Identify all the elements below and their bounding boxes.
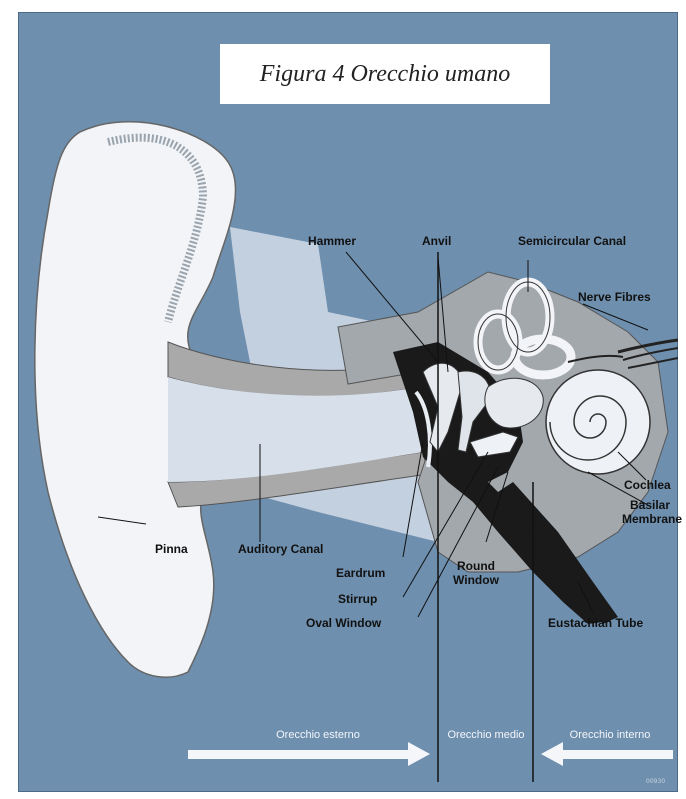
label-hammer: Hammer xyxy=(308,234,356,248)
label-cochlea: Cochlea xyxy=(624,478,671,492)
ear-diagram: Figura 4 Orecchio umano Hammer Anvil Sem… xyxy=(18,12,678,792)
zone-middle-ear: Orecchio medio xyxy=(442,728,530,742)
label-nerve-fibres: Nerve Fibres xyxy=(578,290,651,304)
label-basilar-membrane: Basilar Membrane xyxy=(622,498,678,526)
label-round-window: Round Window xyxy=(448,559,504,587)
label-eardrum: Eardrum xyxy=(336,566,385,580)
label-anvil: Anvil xyxy=(422,234,451,248)
label-auditory-canal: Auditory Canal xyxy=(238,542,323,556)
label-oval-window: Oval Window xyxy=(306,616,381,630)
label-pinna: Pinna xyxy=(155,542,188,556)
label-semicircular-canal: Semicircular Canal xyxy=(518,234,626,248)
label-eustachian-tube: Eustachian Tube xyxy=(548,616,643,630)
figure-title: Figura 4 Orecchio umano xyxy=(220,44,550,104)
label-stirrup: Stirrup xyxy=(338,592,377,606)
corner-mark: 00930 xyxy=(646,778,665,785)
zone-inner-ear: Orecchio interno xyxy=(548,728,672,742)
zone-outer-ear: Orecchio esterno xyxy=(248,728,388,742)
ear-illustration xyxy=(18,12,678,792)
